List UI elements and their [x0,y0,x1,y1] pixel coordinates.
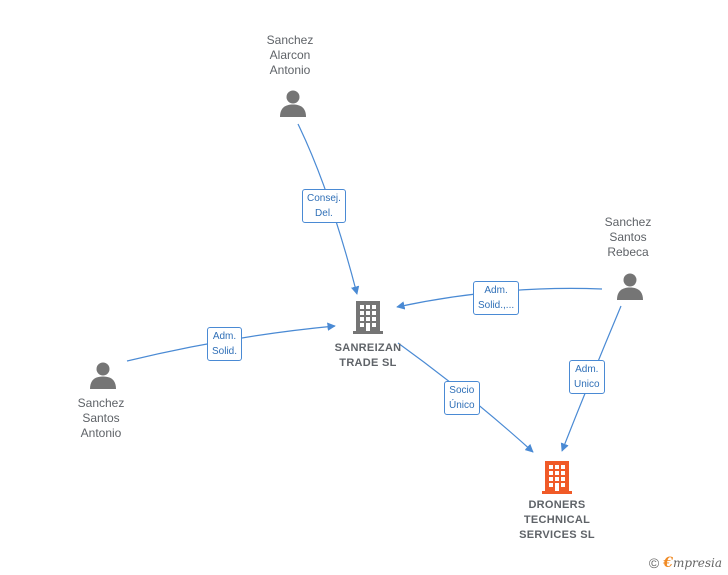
node-label-sanchez-santos-rebeca[interactable]: Sanchez Santos Rebeca [604,215,652,259]
node-label-sanchez-santos-antonio[interactable]: Sanchez Santos Antonio [77,396,125,440]
node-label-droners-technical-services-sl[interactable]: DRONERS TECHNICAL SERVICES SL [519,499,595,541]
copyright-icon: © [648,555,660,571]
node-label-sanchez-alarcon-antonio[interactable]: Sanchez Alarcon Antonio [266,33,314,77]
edge-label-adm-unico: Adm. Unico [569,360,605,394]
edge-label-consej-del: Consej. Del. [302,189,346,223]
person-icon[interactable] [617,273,643,301]
node-label-sanreizan-trade-sl[interactable]: SANREIZAN TRADE SL [334,342,402,369]
brand-logo[interactable]: €mpresia [663,555,722,571]
edge-label-adm-solid-antonio: Adm. Solid. [207,327,243,361]
person-icon[interactable] [280,90,306,118]
building-icon[interactable] [542,461,572,494]
footer-brand: © €mpresia [649,555,722,571]
edge-label-socio-unico: Socio Único [444,381,480,415]
building-icon[interactable] [353,301,383,334]
edge-label-adm-solid-rebeca: Adm. Solid.,... [473,281,520,315]
person-icon[interactable] [90,362,116,390]
